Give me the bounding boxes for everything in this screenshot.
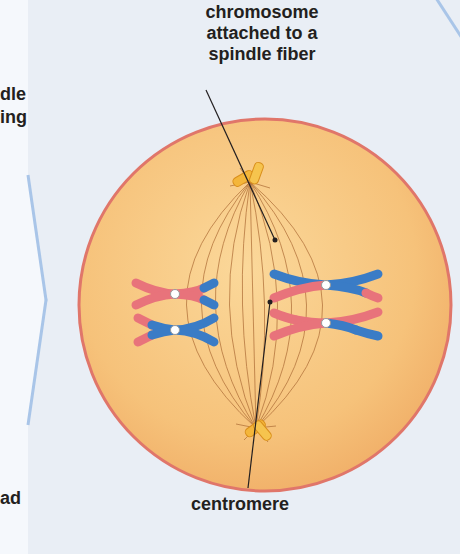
centrosome — [244, 418, 273, 442]
side-panel-fill — [0, 0, 46, 554]
panel-edge — [436, 0, 460, 38]
chromosome — [136, 274, 378, 342]
callout-label: chromosome attached to a spindle fiber — [192, 2, 332, 65]
centromere-dot — [171, 281, 331, 335]
panel-edge — [28, 175, 46, 300]
clipped-label: ad — [0, 488, 40, 509]
centrosome — [231, 161, 264, 188]
side-panel — [0, 0, 46, 554]
callout-label: centromere — [170, 494, 310, 515]
leader-line — [248, 302, 270, 488]
leader-dot — [273, 238, 278, 243]
panel-edge — [28, 300, 46, 425]
clipped-label: ing — [0, 107, 40, 128]
spindle-fibers — [186, 168, 322, 442]
cell-membrane — [79, 119, 451, 491]
clipped-label: dle — [0, 84, 40, 105]
leader-line — [206, 90, 275, 240]
leader-dot — [268, 300, 273, 305]
